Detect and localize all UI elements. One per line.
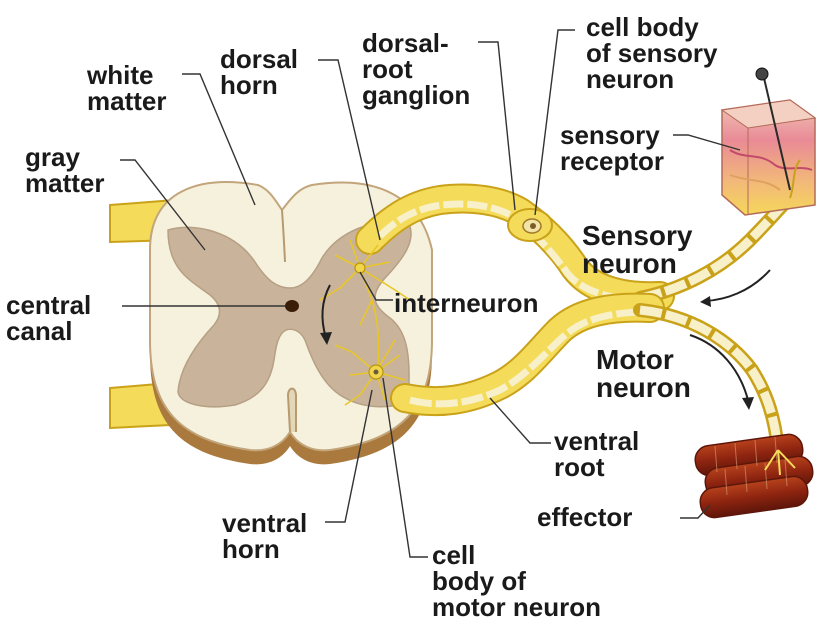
label-dorsal-horn: dorsal horn: [220, 46, 298, 98]
label-effector: effector: [537, 504, 632, 530]
label-cell-body-sensory-neuron: cell body of sensory neuron: [586, 14, 718, 92]
label-ventral-root: ventral root: [554, 428, 639, 480]
central-canal-hole: [285, 300, 299, 312]
label-ventral-horn: ventral horn: [222, 510, 307, 562]
label-cell-body-motor-neuron: cell body of motor neuron: [432, 542, 601, 620]
label-interneuron: interneuron: [394, 290, 538, 316]
label-sensory-neuron: Sensory neuron: [582, 222, 693, 278]
label-motor-neuron: Motor neuron: [596, 346, 691, 402]
label-dorsal-root-ganglion: dorsal- root ganglion: [362, 30, 470, 108]
interneuron-cell: [355, 263, 365, 273]
label-white-matter: white matter: [87, 62, 166, 114]
skin-block: [722, 68, 815, 215]
muscle-effector: [693, 433, 814, 520]
label-gray-matter: gray matter: [25, 144, 104, 196]
label-central-canal: central canal: [6, 292, 91, 344]
label-sensory-receptor: sensory receptor: [560, 122, 664, 174]
